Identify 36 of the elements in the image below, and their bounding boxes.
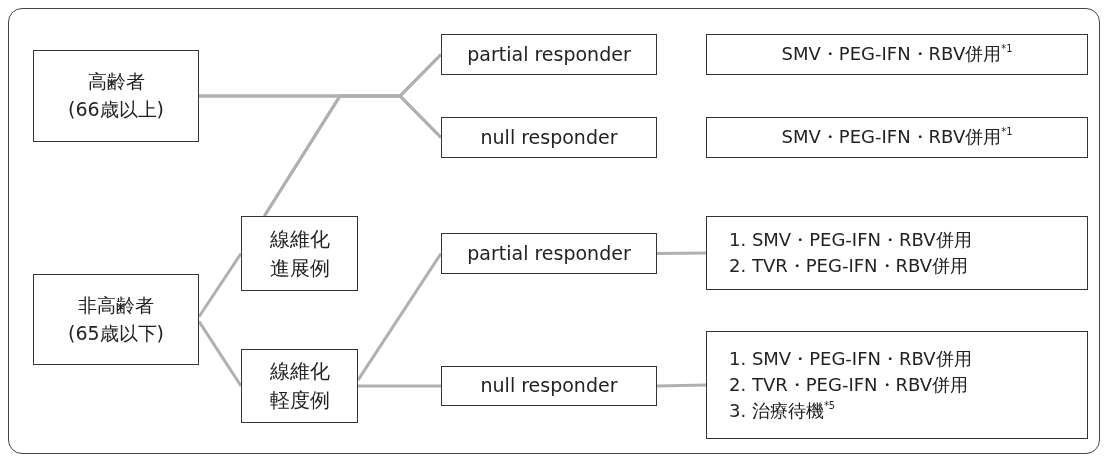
box-text: partial responder xyxy=(467,41,631,67)
box-text: SMV・PEG-IFN・RBV併用$^{*1}$ xyxy=(781,125,1013,150)
label-box xyxy=(241,216,358,291)
connector-line xyxy=(197,320,243,387)
connector-line xyxy=(197,252,243,318)
box-text: null responder xyxy=(480,373,618,399)
box-text: 非高齢者 xyxy=(78,292,154,318)
label-box xyxy=(441,233,657,274)
box-text: 高齢者 xyxy=(87,69,145,95)
connector-line xyxy=(356,252,443,381)
connector-line xyxy=(657,251,706,255)
connector-line xyxy=(263,94,443,217)
label-box xyxy=(706,331,1088,439)
label-box xyxy=(441,34,657,75)
box-text: (65歳以下) xyxy=(68,320,164,346)
box-text: 2. TVR・PEG-IFN・RBV併用 xyxy=(729,254,969,278)
label-box xyxy=(441,366,657,406)
box-text: 1. SMV・PEG-IFN・RBV併用 xyxy=(729,346,972,371)
box-text: (66歳以上) xyxy=(68,97,164,122)
box-text: 2. TVR・PEG-IFN・RBV併用 xyxy=(729,372,969,397)
box-text: 線維化軽度例 xyxy=(268,358,331,414)
label-box xyxy=(441,117,657,158)
connector-line xyxy=(656,383,707,388)
box-text: SMV・PEG-IFN・RBV併用$^{*1}$ xyxy=(781,42,1013,67)
box-text: 1. SMV・PEG-IFN・RBV併用 xyxy=(729,227,972,252)
label-box xyxy=(241,349,358,423)
label-box xyxy=(706,34,1088,75)
box-text: null responder xyxy=(480,124,618,150)
label-box xyxy=(706,216,1088,290)
label-box xyxy=(33,50,199,142)
box-text: partial responder xyxy=(467,240,631,266)
label-box xyxy=(706,117,1088,158)
connector-line xyxy=(358,384,441,388)
box-text: 3. 治療待機$^{*5}$ xyxy=(729,399,836,424)
box-text: 線維化進展例 xyxy=(268,225,331,282)
label-box xyxy=(33,274,199,365)
